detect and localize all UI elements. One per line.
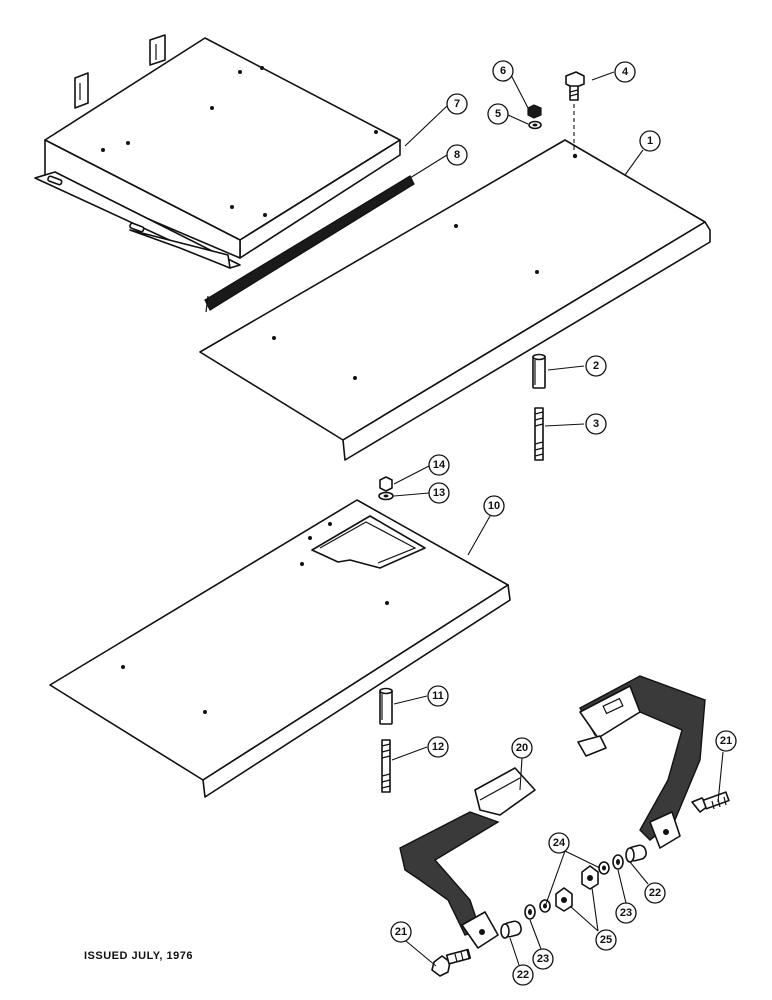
callout-25: 25: [595, 929, 617, 951]
svg-text:8: 8: [454, 149, 460, 161]
callout-20: 20: [511, 737, 533, 759]
svg-text:13: 13: [433, 487, 445, 499]
svg-text:2: 2: [593, 360, 599, 372]
callout-22-right: 22: [644, 882, 666, 904]
svg-text:1: 1: [647, 135, 653, 147]
svg-text:10: 10: [488, 500, 500, 512]
callout-11: 11: [427, 685, 449, 707]
bushing-part-22-left: [500, 920, 522, 939]
nut-part-25-left: [555, 887, 573, 912]
washer-part-5: [528, 120, 542, 130]
washer-part-23-right: [612, 854, 624, 870]
svg-text:4: 4: [622, 66, 629, 78]
callout-7: 7: [446, 93, 468, 115]
callout-5: 5: [487, 103, 509, 125]
callout-12: 12: [427, 736, 449, 758]
rubber-strip-part-8: [204, 175, 415, 313]
callout-23-right: 23: [615, 902, 637, 924]
svg-text:11: 11: [432, 690, 444, 702]
callout-3: 3: [585, 413, 607, 435]
callout-1: 1: [639, 130, 661, 152]
callout-24: 24: [548, 832, 570, 854]
bolt-part-21-right: [691, 791, 730, 813]
svg-text:5: 5: [495, 108, 501, 120]
svg-text:3: 3: [593, 418, 599, 430]
svg-text:24: 24: [553, 837, 566, 849]
svg-text:6: 6: [500, 65, 506, 77]
nut-part-25-right: [581, 865, 599, 890]
svg-text:21: 21: [395, 926, 407, 938]
callout-13: 13: [428, 482, 450, 504]
seat-panel-part-10: [49, 499, 511, 798]
callout-21-left: 21: [390, 921, 412, 943]
seat-panel-part-1: [199, 139, 711, 461]
callout-23-left: 23: [532, 948, 554, 970]
svg-text:7: 7: [454, 98, 460, 110]
spacer-part-11: [379, 687, 393, 725]
nut-part-6: [527, 104, 542, 119]
svg-text:14: 14: [433, 459, 446, 471]
stud-part-3: [534, 407, 544, 461]
bolt-part-21-left: [431, 948, 472, 977]
callout-8: 8: [446, 144, 468, 166]
callout-14: 14: [428, 454, 450, 476]
svg-text:22: 22: [649, 887, 661, 899]
seat-bracket-part-7: [34, 34, 401, 269]
svg-text:22: 22: [517, 969, 529, 981]
spacer-part-2: [532, 353, 546, 389]
leader-lines: [391, 71, 724, 967]
svg-text:12: 12: [432, 741, 444, 753]
callout-2: 2: [585, 355, 607, 377]
svg-text:20: 20: [516, 742, 528, 754]
bushing-part-22-right: [625, 844, 647, 863]
bolt-part-4: [565, 71, 585, 150]
lock-washer-part-24-right: [598, 861, 610, 875]
seat-belt-part-20: [399, 675, 706, 949]
washer-part-13: [378, 491, 394, 501]
stud-part-12: [381, 739, 391, 793]
svg-text:23: 23: [620, 907, 632, 919]
lock-washer-part-24-left: [539, 899, 551, 913]
svg-text:23: 23: [537, 953, 549, 965]
svg-text:21: 21: [720, 735, 732, 747]
issued-date: ISSUED JULY, 1976: [84, 950, 193, 962]
callout-21-right: 21: [715, 730, 737, 752]
callout-22-left: 22: [512, 964, 534, 986]
callout-6: 6: [492, 60, 514, 82]
callout-10: 10: [483, 495, 505, 517]
svg-text:25: 25: [600, 934, 612, 946]
washer-part-23-left: [524, 904, 536, 920]
callout-4: 4: [614, 61, 636, 83]
nut-part-14: [379, 476, 393, 492]
